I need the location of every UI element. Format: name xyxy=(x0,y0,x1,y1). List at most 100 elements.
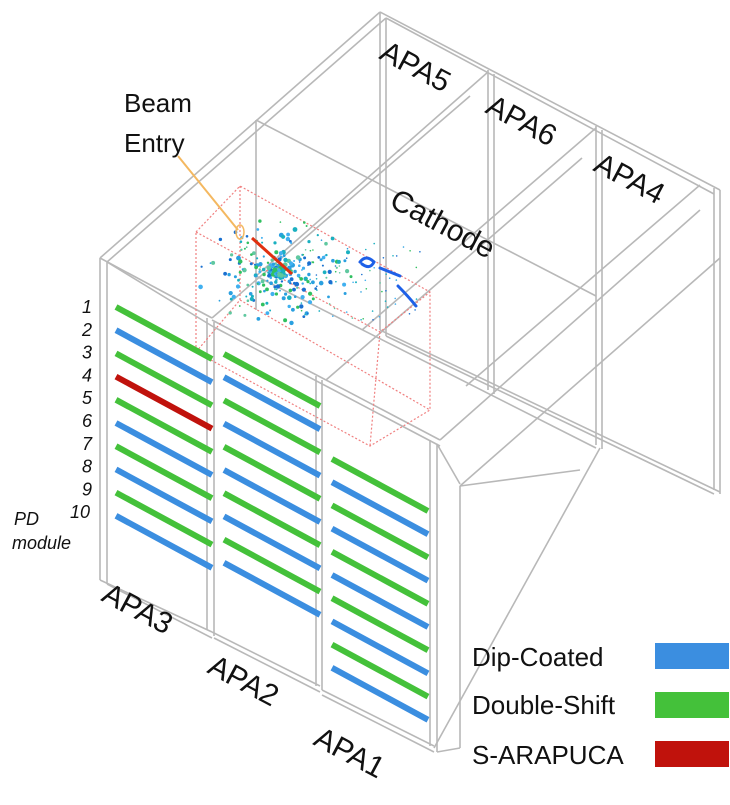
track-hit xyxy=(281,234,286,239)
track-hit xyxy=(343,292,347,295)
track-hit xyxy=(328,280,333,285)
legend-swatch-double-shift xyxy=(655,692,729,718)
track-hit xyxy=(301,282,304,285)
pd-module-bar xyxy=(114,420,214,478)
apa1-label: APA1 xyxy=(309,721,390,785)
track-hit xyxy=(408,313,411,315)
track-hit xyxy=(295,255,301,260)
track-hit xyxy=(364,279,367,282)
track-hit xyxy=(249,262,253,266)
pd-module-bar xyxy=(222,513,322,572)
track-hit xyxy=(322,270,327,275)
track-hit xyxy=(345,257,348,260)
track-hit xyxy=(321,264,324,267)
pd-module-bar xyxy=(330,641,430,700)
track-hit xyxy=(238,259,243,264)
module-number: 4 xyxy=(82,365,92,385)
track-hit xyxy=(223,271,228,276)
track-hit xyxy=(360,319,362,321)
pd-module-bar xyxy=(114,304,214,362)
track-hit xyxy=(260,236,263,239)
track-hit xyxy=(318,310,321,312)
track-hit xyxy=(300,309,303,312)
track-hit xyxy=(251,285,254,288)
track-hit xyxy=(373,242,376,245)
pd-module-bar xyxy=(114,397,214,455)
pd-module-bar xyxy=(114,373,214,432)
track-hit xyxy=(307,312,309,315)
track-hit xyxy=(303,276,308,281)
pd-module-bar xyxy=(330,549,430,607)
track-hit xyxy=(349,275,353,279)
track-hit xyxy=(334,270,337,273)
track-hit xyxy=(249,296,254,302)
track-hit xyxy=(304,249,307,251)
track-hit xyxy=(229,297,233,301)
track-hit xyxy=(288,288,293,293)
cathode-track xyxy=(358,256,418,308)
track-hit xyxy=(290,241,293,244)
track-hit xyxy=(314,287,318,290)
track-hit xyxy=(299,304,304,309)
track-hit xyxy=(295,282,298,285)
track-hit xyxy=(385,273,388,276)
track-hit xyxy=(267,274,271,278)
track-hit xyxy=(279,221,282,223)
track-hit xyxy=(269,281,273,286)
track-hits xyxy=(198,219,421,326)
track-hit xyxy=(307,240,311,244)
track-hit xyxy=(330,236,335,241)
track-hit xyxy=(324,241,328,246)
legend-swatch-s-arapuca xyxy=(655,741,729,767)
apa6-label: APA6 xyxy=(481,89,562,153)
track-hit xyxy=(256,257,259,260)
track-hit xyxy=(262,283,266,287)
track-hit xyxy=(336,259,341,264)
track-hit xyxy=(316,285,318,288)
track-hit xyxy=(273,285,277,289)
track-hit xyxy=(394,303,397,305)
pd-module-bar xyxy=(330,456,430,514)
track-hit xyxy=(307,264,309,267)
track-hit xyxy=(265,301,269,305)
track-hit xyxy=(258,219,262,223)
track-hit xyxy=(248,292,253,296)
track-hit xyxy=(331,258,335,263)
track-hit xyxy=(279,289,281,292)
track-hit xyxy=(243,247,246,250)
pd-module-bar xyxy=(330,479,430,537)
track-hit xyxy=(298,264,301,268)
track-hit xyxy=(266,279,269,282)
track-hit xyxy=(388,277,391,280)
track-hit xyxy=(384,300,387,303)
track-hit xyxy=(332,315,334,318)
track-hit xyxy=(327,269,332,274)
track-hit xyxy=(307,300,313,305)
track-hit xyxy=(267,271,270,274)
pd-module-bar xyxy=(330,595,430,653)
track-hit xyxy=(312,261,315,264)
track-hit xyxy=(352,281,354,284)
track-hit xyxy=(315,274,318,276)
track-hit xyxy=(277,272,282,277)
track-hit xyxy=(283,318,288,323)
track-hit xyxy=(381,290,383,293)
track-hit xyxy=(395,255,398,257)
track-hit xyxy=(312,249,314,251)
primary-track xyxy=(250,236,294,276)
track-hit xyxy=(303,256,307,260)
track-hit xyxy=(245,235,249,238)
legend: Dip-Coated Double-Shift S-ARAPUCA xyxy=(472,642,729,770)
track-hit xyxy=(345,311,348,313)
track-hit xyxy=(274,250,279,255)
track-hit xyxy=(303,221,306,224)
pd-module-bar xyxy=(114,327,214,385)
track-hit xyxy=(287,279,291,283)
track-hit xyxy=(270,258,274,262)
legend-label-dip-coated: Dip-Coated xyxy=(472,642,604,672)
track-hit xyxy=(270,291,275,297)
track-hit xyxy=(209,262,212,264)
track-hit xyxy=(309,278,312,281)
track-hit xyxy=(327,295,330,299)
